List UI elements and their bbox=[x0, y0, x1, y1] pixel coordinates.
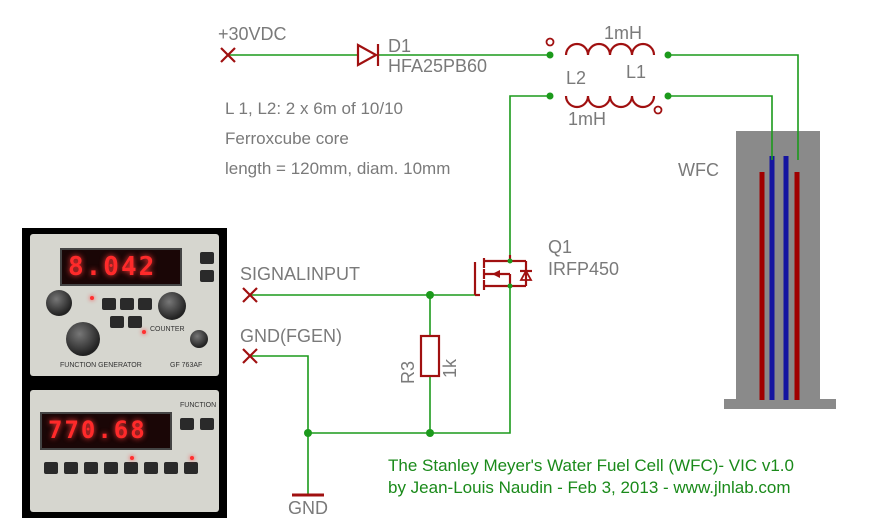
junction-r3-gnd bbox=[426, 429, 434, 437]
wfc-cell-body bbox=[736, 131, 820, 399]
diode-part-label: HFA25PB60 bbox=[388, 56, 487, 76]
model-label: GF 763AF bbox=[170, 362, 203, 369]
amplitude-knob bbox=[46, 290, 72, 316]
junction-gnd-left bbox=[304, 429, 312, 437]
transistor-ref-label: Q1 bbox=[548, 237, 572, 257]
counter-readout: 770.68 bbox=[48, 416, 147, 444]
wire-l1-wfc bbox=[668, 54, 799, 160]
wfc-cell bbox=[724, 131, 836, 409]
note-line-3: length = 120mm, diam. 10mm bbox=[225, 159, 450, 178]
body-diode bbox=[519, 269, 533, 281]
junctions bbox=[304, 51, 672, 437]
gnd-label: GND bbox=[288, 498, 328, 518]
terminal-gnd-fgen bbox=[242, 348, 258, 364]
credit-line-1: The Stanley Meyer's Water Fuel Cell (WFC… bbox=[388, 456, 794, 475]
function-generator: 8.042 COUNTER FUNCTION GENERATOR GF 763A… bbox=[30, 234, 219, 376]
frequency-readout: 8.042 bbox=[68, 252, 157, 282]
note-line-1: L 1, L2: 2 x 6m of 10/10 bbox=[225, 99, 403, 118]
wire-fgen-gnd bbox=[250, 355, 309, 494]
supply-label: +30VDC bbox=[218, 24, 287, 44]
diode-d1-symbol bbox=[356, 43, 380, 67]
terminal-signal-input bbox=[242, 287, 258, 303]
diode-ref-label: D1 bbox=[388, 36, 411, 56]
note-line-2: Ferroxcube core bbox=[225, 129, 349, 148]
frequency-knob bbox=[66, 322, 100, 356]
inductor-bottom-value: 1mH bbox=[568, 109, 606, 129]
counter-display: 770.68 bbox=[40, 412, 172, 450]
brand-label: FUNCTION GENERATOR bbox=[60, 362, 142, 369]
signal-input-label: SIGNALINPUT bbox=[240, 264, 360, 284]
function-label: FUNCTION bbox=[180, 402, 217, 409]
wire-l2-drain bbox=[509, 95, 550, 255]
frequency-counter: 770.68 FUNCTION bbox=[30, 390, 219, 512]
transistor-part-label: IRFP450 bbox=[548, 259, 619, 279]
frequency-display: 8.042 bbox=[60, 248, 182, 286]
mosfet-arrow bbox=[492, 270, 500, 278]
l2-polarity-dot bbox=[653, 105, 663, 115]
wire-source-gnd bbox=[430, 288, 511, 434]
resistor-ref-label: R3 bbox=[398, 361, 418, 384]
junction-l2-in bbox=[546, 92, 554, 100]
inductor-l1-ref: L1 bbox=[626, 62, 646, 82]
resistor-value-label: 1k bbox=[440, 358, 460, 378]
wire-l2-wfc bbox=[668, 95, 773, 160]
gnd-fgen-label: GND(FGEN) bbox=[240, 326, 342, 346]
terminal-supply bbox=[220, 47, 236, 63]
counter-label: COUNTER bbox=[150, 326, 185, 333]
junction-l1-in bbox=[546, 51, 554, 59]
wfc-label: WFC bbox=[678, 160, 719, 180]
junction-gate bbox=[426, 291, 434, 299]
credit-line-2: by Jean-Louis Naudin - Feb 3, 2013 - www… bbox=[388, 478, 791, 497]
rate-knob bbox=[158, 292, 186, 320]
inductor-l2-ref: L2 bbox=[566, 68, 586, 88]
instrument-photo: 8.042 COUNTER FUNCTION GENERATOR GF 763A… bbox=[22, 228, 227, 518]
inductor-l1-symbol bbox=[545, 37, 656, 56]
inductor-top-value: 1mH bbox=[604, 23, 642, 43]
l1-polarity-dot bbox=[545, 37, 555, 47]
wfc-cell-base bbox=[724, 399, 836, 409]
junction-l2-out bbox=[664, 92, 672, 100]
junction-l1-out bbox=[664, 51, 672, 59]
mosfet-q1-symbol bbox=[473, 255, 533, 297]
resistor-r3-symbol bbox=[419, 334, 441, 378]
inductor-l2-symbol bbox=[564, 95, 663, 115]
